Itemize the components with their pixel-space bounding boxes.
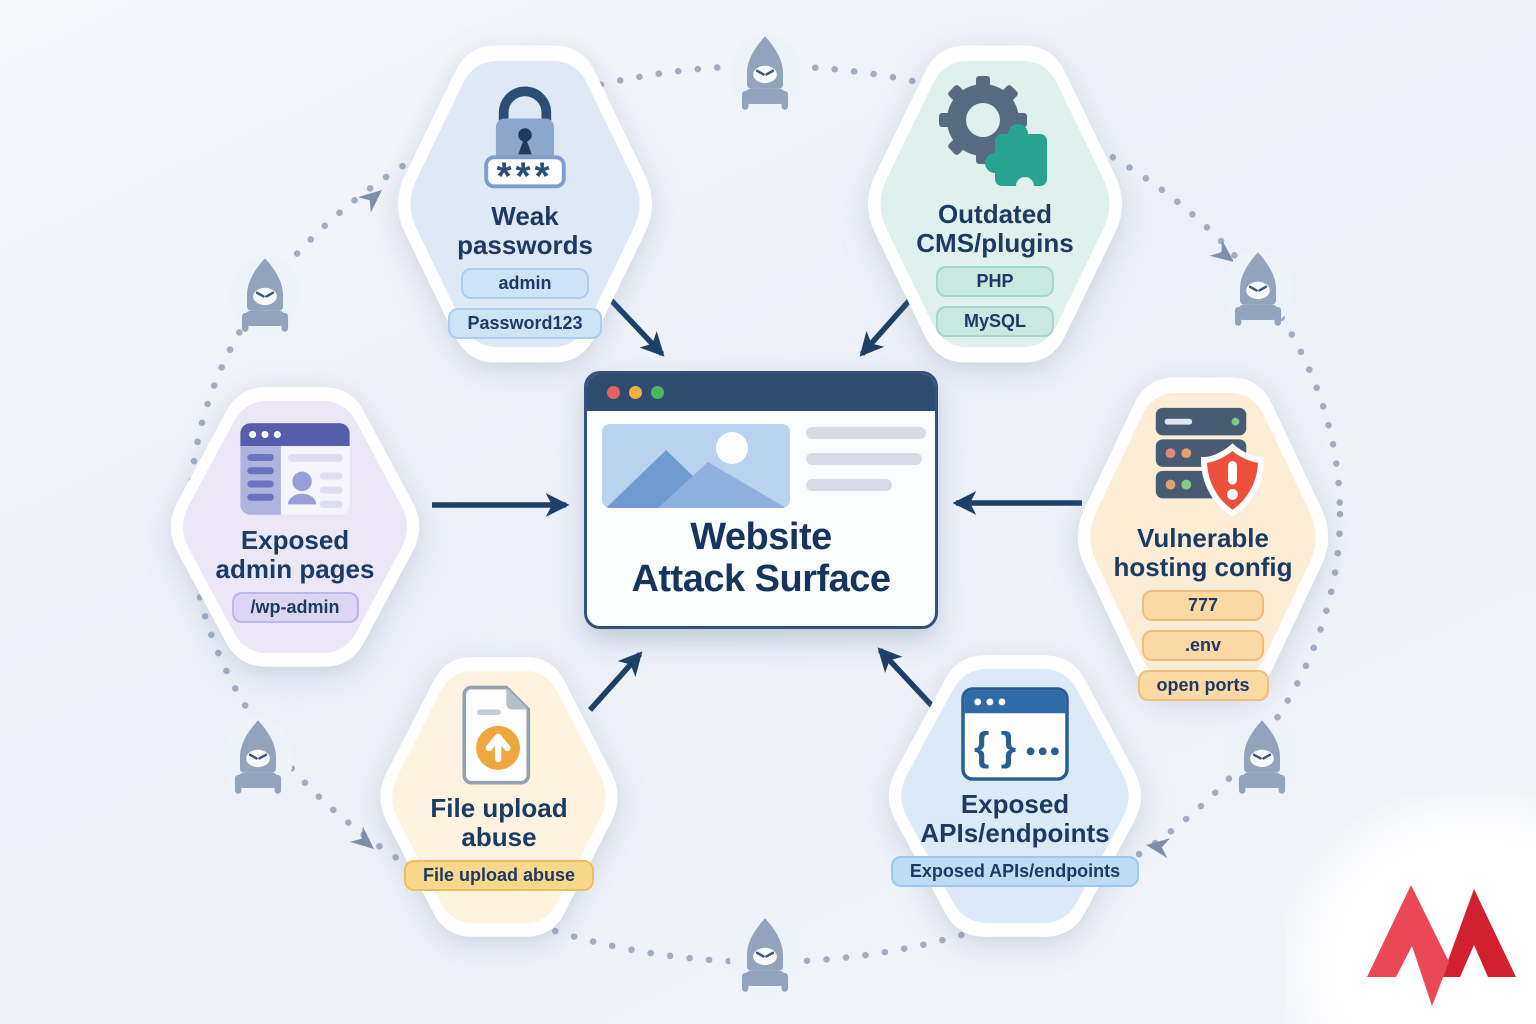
tag-pill: admin [461,268,589,300]
node-title: Vulnerable hosting config [1113,523,1293,582]
tag-pill: File upload abuse [403,860,595,892]
window-title-bar [587,374,935,411]
attack-arrow [432,291,1082,712]
node-vulnerable-hosting: Vulnerable hosting config 777 .env open … [1071,376,1335,702]
tag-pill: Password123 [448,308,602,340]
hacker-icon [729,30,801,116]
hacker-icon [1222,246,1294,332]
tag-pill: Exposed APIs/endpoints [890,856,1140,888]
tag-pill: 777 [1142,590,1264,622]
node-title: File upload abuse [430,793,568,852]
center-title: Website Attack Surface [631,516,891,600]
node-title: Outdated CMS/plugins [916,199,1074,258]
hacker-icon [1226,714,1298,800]
traffic-light-red [607,386,620,399]
node-title: Exposed admin pages [215,525,375,584]
tag-pill: .env [1142,630,1264,662]
code-window-icon: { } [961,687,1069,781]
hacker-icon [222,714,294,800]
text-line-placeholders [806,424,926,508]
tag-pill: MySQL [936,306,1054,338]
admin-panel-icon [240,423,350,515]
svg-text:***: *** [497,155,554,198]
node-title: Weak passwords [457,201,593,260]
lock-icon: *** [484,86,566,198]
traffic-light-green [651,386,664,399]
hacker-icon [229,252,301,338]
svg-text:{ }: { } [974,725,1016,769]
server-shield-icon [1155,407,1264,517]
hacker-icon [729,912,801,998]
center-browser-window: Website Attack Surface [584,371,938,629]
node-file-upload-abuse: File upload abuse File upload abuse [374,656,624,938]
node-weak-passwords: *** Weak passwords admin Password123 [391,44,659,364]
image-placeholder [602,424,790,508]
node-outdated-cms: Outdated CMS/plugins PHP MySQL [861,44,1129,364]
node-exposed-apis: { } Exposed APIs/endpoints Exposed APIs/… [882,654,1148,938]
node-title: Exposed APIs/endpoints [920,789,1110,848]
tag-pill: /wp-admin [231,592,359,624]
ring-arrowhead [349,190,1234,859]
tag-pill: PHP [936,266,1054,298]
tag-pill: open ports [1137,670,1269,702]
m-logo [1367,885,1516,1006]
file-upload-icon [462,685,531,785]
node-exposed-admin-pages: Exposed admin pages /wp-admin [164,386,426,668]
traffic-light-yellow [629,386,642,399]
gear-puzzle-icon [939,76,1047,195]
